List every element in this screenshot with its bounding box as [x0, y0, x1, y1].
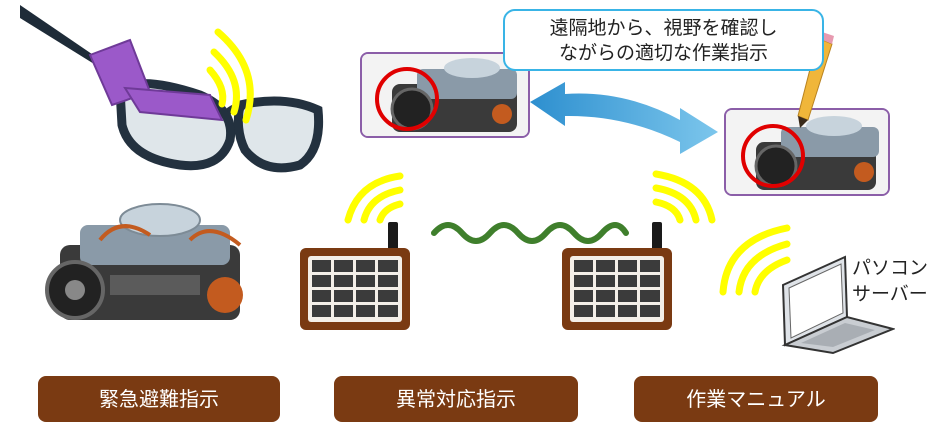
pc-label-line-2: サーバー	[852, 283, 928, 305]
highlight-circle	[741, 124, 805, 188]
engine-photo-frame-right	[724, 108, 890, 196]
smart-glasses-icon	[20, 5, 324, 173]
callout-line-1: 遠隔地から、視野を確認し	[549, 17, 778, 39]
engine-image	[45, 203, 243, 320]
transmitter-icon	[562, 222, 672, 330]
pc-server-label: パソコン サーバー	[852, 255, 928, 307]
transmitter-icon	[300, 222, 410, 330]
label-emergency-evacuation: 緊急避難指示	[38, 376, 280, 422]
wireless-wave	[431, 222, 629, 244]
wifi-icon	[344, 172, 404, 224]
wifi-icon	[719, 224, 791, 296]
highlight-circle	[375, 67, 439, 131]
remote-instruction-callout: 遠隔地から、視野を確認し ながらの適切な作業指示	[503, 9, 824, 71]
label-abnormality-response: 異常対応指示	[334, 376, 578, 422]
laptop-icon	[781, 255, 895, 355]
double-arrow-icon	[530, 82, 718, 154]
label-work-manual: 作業マニュアル	[634, 376, 878, 422]
callout-line-2: ながらの適切な作業指示	[558, 42, 768, 64]
pc-label-line-1: パソコン	[852, 257, 929, 279]
engine-image	[362, 54, 528, 136]
engine-image	[726, 110, 888, 194]
wifi-icon	[652, 170, 716, 224]
engine-photo-frame-left	[360, 52, 530, 138]
